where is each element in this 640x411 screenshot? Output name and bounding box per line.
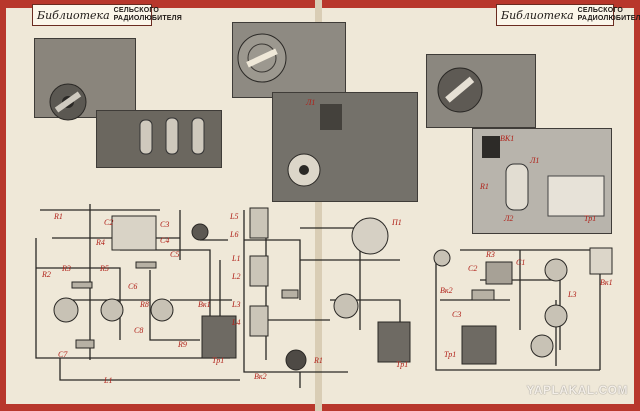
knob-right-pointer [445, 76, 475, 103]
component-label: Вк2 [440, 286, 453, 295]
component-label: Вк1 [600, 278, 613, 287]
component-label: L1 [104, 376, 113, 385]
components-right [433, 247, 613, 365]
component-label: R5 [100, 264, 109, 273]
component-label: Тр1 [444, 350, 457, 359]
masthead-logo: Библиотека [37, 8, 110, 22]
component-label: Тр1 [212, 356, 225, 365]
component-label: L4 [232, 318, 241, 327]
tube-2 [165, 117, 179, 155]
component-label: R1 [314, 356, 323, 365]
component-label: L3 [232, 300, 241, 309]
component-label: П1 [392, 218, 402, 227]
component-label: C7 [58, 350, 68, 359]
component-label: L6 [230, 230, 239, 239]
component-label: Тр1 [396, 360, 409, 369]
transformer-center [320, 104, 342, 130]
component-label: L1 [232, 254, 241, 263]
component-label: R4 [96, 238, 105, 247]
masthead-title-line2: РАДИОЛЮБИТЕЛЯ [113, 15, 183, 22]
component-label: Л2 [504, 214, 514, 223]
component-label: C2 [468, 264, 478, 273]
tube-1 [139, 119, 153, 155]
watermark: YAPLAKAL.COM [526, 383, 628, 397]
masthead-left: Библиотека СЕЛЬСКОГО РАДИОЛЮБИТЕЛЯ [32, 4, 182, 26]
tube-right [505, 163, 529, 211]
component-label: R1 [480, 182, 489, 191]
component-label: L2 [232, 272, 241, 281]
page-gutter [315, 0, 322, 411]
component-label: R9 [178, 340, 187, 349]
component-label: Вк2 [254, 372, 267, 381]
component-label: C2 [104, 218, 114, 227]
capacitor-right [482, 136, 500, 158]
component-label: L5 [230, 212, 239, 221]
component-label: C8 [134, 326, 144, 335]
component-label: C6 [128, 282, 138, 291]
component-label: Л1 [530, 156, 540, 165]
component-label: L3 [568, 290, 577, 299]
component-label: ВК1 [500, 134, 515, 143]
component-label: C3 [452, 310, 462, 319]
knob-left-pointer [54, 91, 82, 113]
component-label: R2 [42, 270, 51, 279]
masthead-title-line1-right: СЕЛЬСКОГО [577, 7, 624, 14]
components-left [53, 215, 237, 359]
dial-center-pointer [246, 48, 278, 68]
component-label: R8 [140, 300, 149, 309]
transformer-right [547, 175, 605, 217]
component-label: Тр1 [584, 214, 597, 223]
masthead-title-line1: СЕЛЬСКОГО [113, 7, 160, 14]
component-label: R3 [486, 250, 495, 259]
components-middle [249, 207, 411, 371]
component-label: R3 [62, 264, 71, 273]
component-label: C4 [160, 236, 170, 245]
dial-center-ring [247, 43, 277, 73]
component-label: R1 [54, 212, 63, 221]
wafer-switch-hub [299, 165, 309, 175]
component-label: C3 [160, 220, 170, 229]
wiring-left [35, 204, 240, 381]
component-label: C5 [170, 250, 180, 259]
masthead-logo-right: Библиотека [501, 8, 574, 22]
tube-3 [191, 117, 205, 155]
masthead-title-line2-right: РАДИОЛЮБИТЕЛЯ [577, 15, 640, 22]
component-label: Вк1 [198, 300, 211, 309]
component-label: Л1 [306, 98, 316, 107]
component-label: C1 [516, 258, 526, 267]
masthead-right: Библиотека СЕЛЬСКОГО РАДИОЛЮБИТЕЛЯ [496, 4, 640, 26]
